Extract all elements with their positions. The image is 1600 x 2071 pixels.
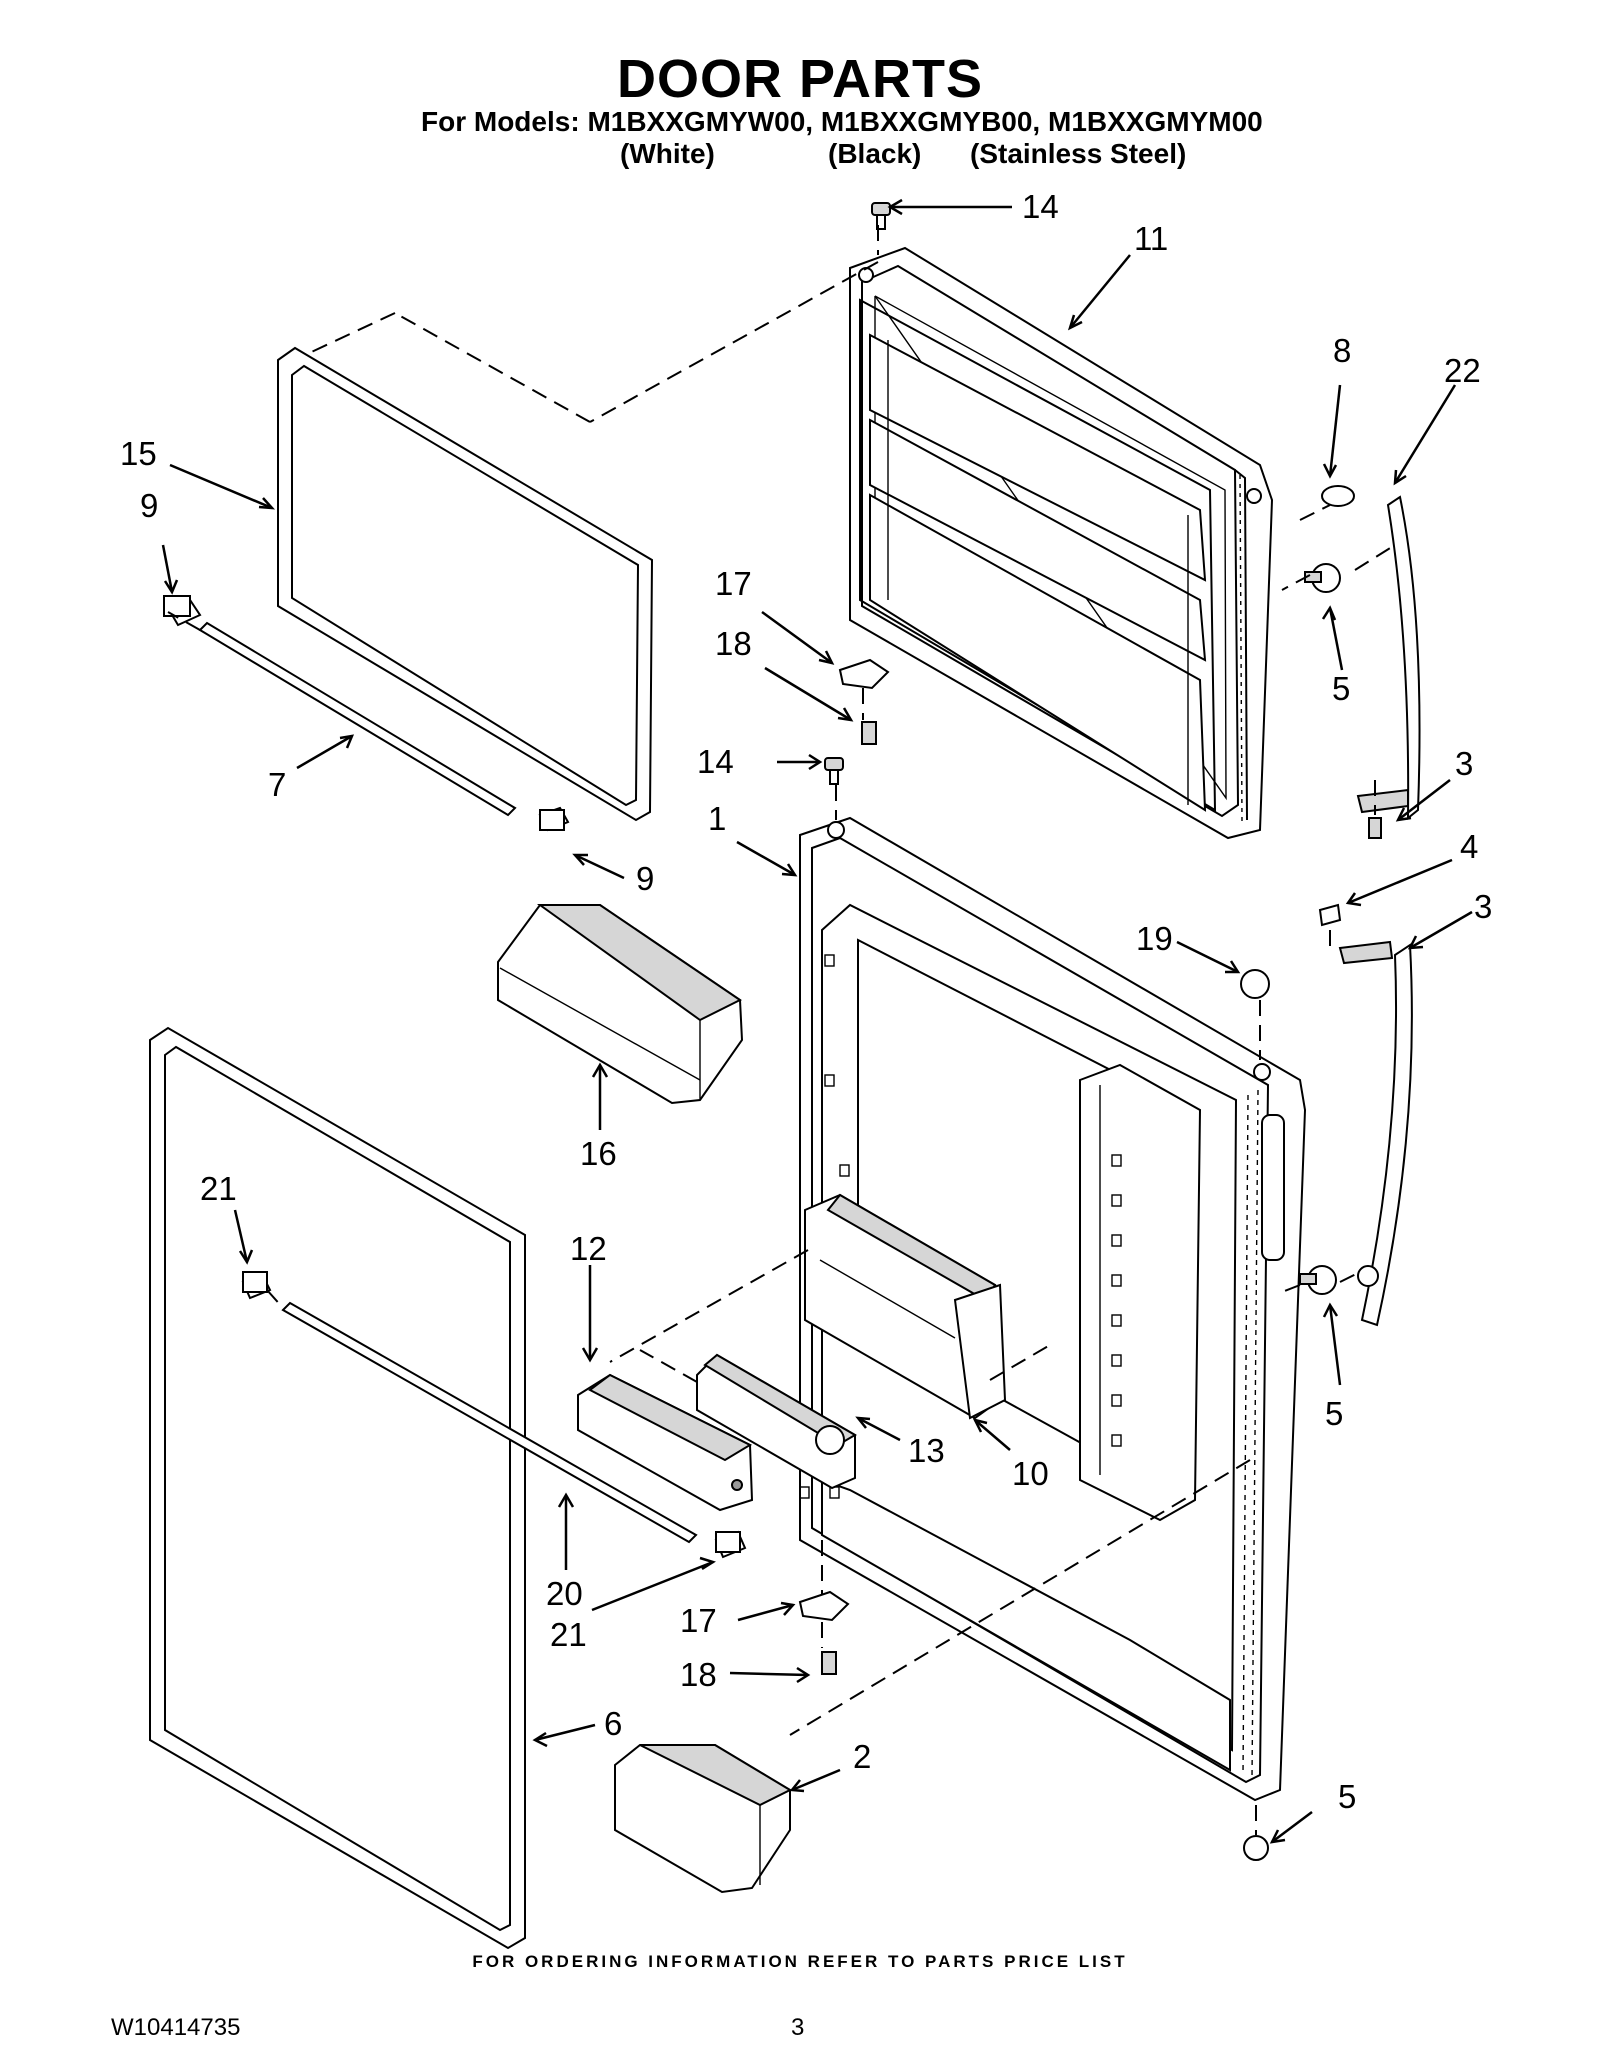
document-number: W10414735 (111, 2014, 241, 2041)
callout-14: 14 (1022, 188, 1059, 225)
callout-16: 16 (580, 1135, 617, 1172)
variant-white: (White) (620, 138, 715, 169)
callout-5: 5 (1332, 670, 1350, 707)
callout-19: 19 (1136, 920, 1173, 957)
door-bin-part-16 (497, 904, 744, 1105)
callout-17: 17 (715, 565, 752, 602)
callout-4: 4 (1460, 828, 1478, 865)
callout-9: 9 (636, 860, 654, 897)
callout-2: 2 (853, 1738, 871, 1775)
variant-black: (Black) (828, 138, 922, 169)
shelf-part-12 (577, 1373, 754, 1512)
models-line: For Models: M1BXXGMYW00, M1BXXGMYB00, M1… (421, 106, 1263, 137)
hardware (163, 202, 1382, 1861)
callout-18: 18 (715, 625, 752, 662)
callout-10: 10 (1012, 1455, 1049, 1492)
callout-20: 20 (546, 1575, 583, 1612)
callout-3: 3 (1474, 888, 1492, 925)
tray-part-13 (696, 1353, 857, 1490)
callout-6: 6 (604, 1705, 622, 1742)
upper-gasket-part-15 (277, 346, 654, 822)
callout-3: 3 (1455, 745, 1473, 782)
callout-18: 18 (680, 1656, 717, 1693)
ordering-note: FOR ORDERING INFORMATION REFER TO PARTS … (472, 1952, 1128, 1971)
callout-14: 14 (697, 743, 734, 780)
page-number: 3 (791, 2014, 805, 2041)
callout-22: 22 (1444, 352, 1481, 389)
callout-7: 7 (268, 766, 286, 803)
page-title: DOOR PARTS (616, 49, 983, 109)
callout-9: 9 (140, 487, 158, 524)
callout-11: 11 (1134, 220, 1168, 257)
callout-1: 1 (708, 800, 726, 837)
trim-part-7 (166, 598, 570, 832)
callout-5: 5 (1338, 1778, 1356, 1815)
callout-17: 17 (680, 1602, 717, 1639)
freezer-door-part-11 (849, 246, 1274, 840)
alignment-lines (167, 225, 1396, 1835)
variant-stainless: (Stainless Steel) (970, 138, 1187, 169)
callout-12: 12 (570, 1230, 607, 1267)
handle-part-22 (1356, 495, 1421, 821)
callout-15: 15 (120, 435, 157, 472)
handle-part-3 (1338, 940, 1413, 1327)
callout-labels: 14 11 8 22 15 9 17 18 5 7 14 3 1 9 4 3 1… (120, 188, 1492, 1815)
fresh-food-door-part-1 (799, 816, 1307, 1802)
callout-21: 21 (550, 1616, 587, 1653)
lower-gasket-part-6 (149, 1026, 526, 1950)
lower-bin-part-2 (614, 1744, 793, 1894)
callout-13: 13 (908, 1432, 945, 1469)
callout-8: 8 (1333, 332, 1351, 369)
callout-5: 5 (1325, 1395, 1343, 1432)
callout-21: 21 (200, 1170, 237, 1207)
dairy-compartment-part-10 (804, 1193, 1007, 1420)
leader-arrows (161, 198, 1473, 1844)
